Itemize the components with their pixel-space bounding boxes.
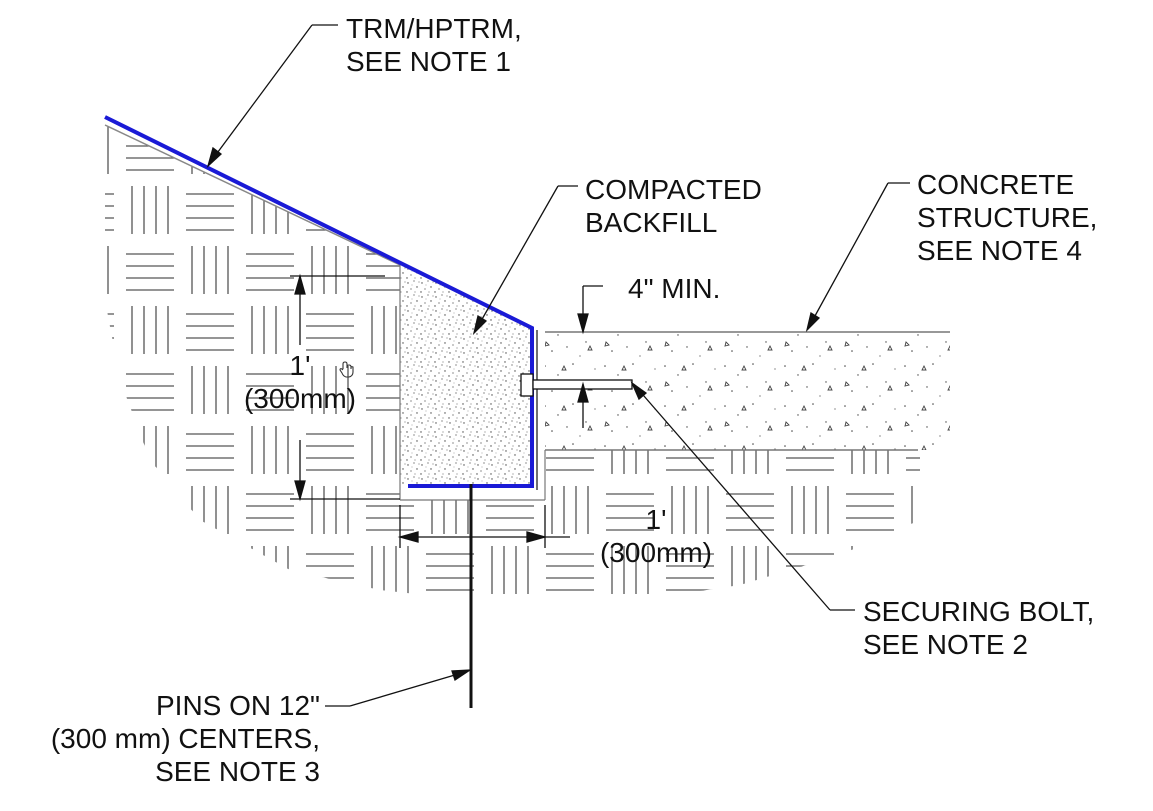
concrete-callout-line1: CONCRETE [917,169,1075,200]
trm-callout: TRM/HPTRM, SEE NOTE 1 [346,12,522,78]
horizontal-dim-line2: (300mm) [599,537,712,568]
pins-callout: PINS ON 12" (300 mm) CENTERS, SEE NOTE 3 [0,689,320,788]
min-depth-label: 4" MIN. [628,272,720,305]
vertical-dim-line1: 1' [289,350,311,381]
bolt-leader [630,381,855,611]
backfill-callout: COMPACTED BACKFILL [585,173,762,239]
pins-callout-line3: SEE NOTE 3 [155,756,320,787]
horizontal-dim-line1: 1' [645,504,667,535]
ground-surface-line [104,124,401,266]
vertical-dim-line2: (300mm) [243,383,356,414]
backfill-leader [472,185,578,336]
concrete-callout-line3: SEE NOTE 4 [917,235,1082,266]
concrete-callout: CONCRETE STRUCTURE, SEE NOTE 4 [917,168,1097,267]
horizontal-dimension [397,505,570,548]
backfill-callout-line1: COMPACTED [585,174,762,205]
backfill-callout-line2: BACKFILL [585,207,718,238]
trm-leader [206,24,338,169]
pins-callout-line2: (300 mm) CENTERS, [50,723,320,754]
hand-cursor-icon [339,361,354,378]
min-depth-dimension [577,285,603,428]
min-depth-text: 4" MIN. [628,273,721,304]
concrete-structure [545,332,950,450]
pins-callout-line1: PINS ON 12" [156,690,320,721]
bolt-callout-line2: SEE NOTE 2 [863,629,1028,660]
bolt-callout-line1: SECURING BOLT, [863,596,1095,627]
horizontal-dim-label: 1' (300mm) [586,503,726,569]
bolt-callout: SECURING BOLT, SEE NOTE 2 [863,595,1094,661]
vertical-dimension [290,273,400,502]
compacted-backfill [400,265,532,486]
vertical-dim-label: 1' (300mm) [230,349,370,415]
pins-leader [325,669,473,707]
trm-callout-line1: TRM/HPTRM, [346,13,522,44]
concrete-leader [805,182,910,333]
trm-callout-line2: SEE NOTE 1 [346,46,511,77]
concrete-callout-line2: STRUCTURE, [917,202,1098,233]
